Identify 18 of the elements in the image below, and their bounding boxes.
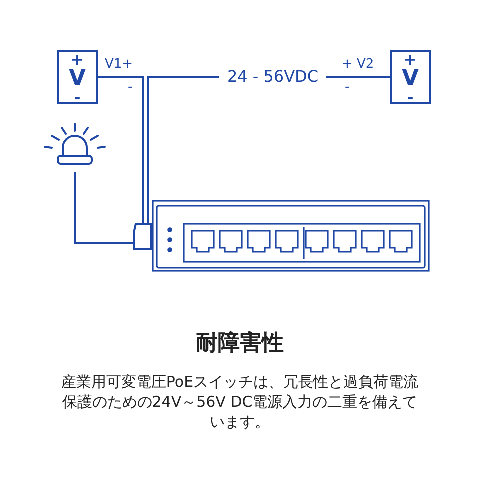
terminal-label: + V2	[342, 58, 374, 72]
terminal-label: V1+	[105, 58, 134, 72]
terminal-block	[133, 223, 152, 250]
polarity-sign: -	[407, 90, 414, 106]
caption: 産業用可変電圧PoEスイッチは、冗長性と過負荷電流保護のための24V～56V DC電源入力の二重を備えています。	[60, 372, 420, 432]
wire	[98, 76, 144, 223]
title: 耐障害性	[195, 330, 285, 358]
polarity-sign: -	[74, 90, 81, 106]
voltage-symbol: V	[402, 68, 420, 90]
polarity-sign: +	[70, 52, 84, 68]
voltage-source-box	[57, 50, 98, 104]
voltage-symbol: V	[68, 68, 86, 90]
terminal-label: -	[345, 81, 350, 95]
voltage-source-box	[390, 50, 431, 104]
polarity-sign: +	[404, 52, 418, 68]
network-switch-drawing	[152, 200, 430, 272]
wire	[74, 172, 133, 244]
terminal-label: -	[128, 81, 133, 95]
